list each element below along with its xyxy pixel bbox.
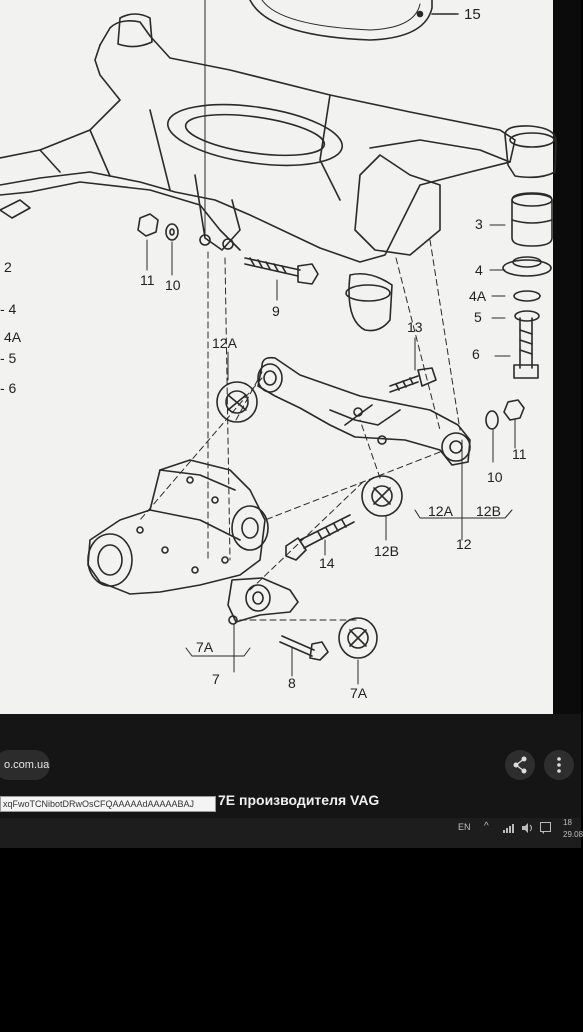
callout-15: 15 bbox=[464, 6, 481, 23]
language-indicator[interactable]: EN bbox=[458, 822, 471, 832]
right-mount-stack bbox=[502, 192, 553, 379]
callout-9: 9 bbox=[272, 303, 280, 319]
phone-photo-black-margin bbox=[0, 848, 581, 1032]
callout-12b-bottom: 12B bbox=[476, 503, 501, 519]
bushing-7a-part bbox=[338, 617, 378, 659]
subframe-part bbox=[0, 13, 557, 332]
bushing-12a-part bbox=[216, 381, 258, 423]
clock-date[interactable]: 29.08 bbox=[563, 830, 583, 839]
callout-7: 7 bbox=[212, 671, 220, 687]
callout-5-right: 5 bbox=[474, 309, 482, 325]
callout-4a-right: 4A bbox=[469, 288, 487, 304]
bushing-12b-part bbox=[361, 475, 403, 517]
callout-10-left: 10 bbox=[165, 277, 181, 293]
callout-14: 14 bbox=[319, 555, 335, 571]
callout-8: 8 bbox=[288, 675, 296, 691]
callout-6: - 6 bbox=[0, 380, 17, 396]
differential-housing-part bbox=[87, 459, 269, 595]
more-options-button[interactable] bbox=[544, 750, 574, 780]
image-caption[interactable]: 7E производителя VAG bbox=[218, 792, 380, 808]
network-signal-icon[interactable] bbox=[503, 823, 517, 833]
share-icon bbox=[513, 756, 527, 774]
callout-11-right: 11 bbox=[512, 446, 527, 462]
left-fasteners bbox=[137, 213, 319, 285]
bracket-7-part bbox=[227, 577, 299, 625]
right-fasteners bbox=[485, 399, 525, 430]
monitor-screen: 15 2 - 4 4A - 5 - 6 11 10 9 12A 13 3 4 4… bbox=[0, 0, 583, 848]
cover-plate-part bbox=[249, 0, 459, 41]
parts-diagram: 15 2 - 4 4A - 5 - 6 11 10 9 12A 13 3 4 4… bbox=[0, 0, 557, 714]
callout-13: 13 bbox=[407, 319, 423, 335]
source-site-chip[interactable]: o.com.ua bbox=[0, 750, 50, 780]
share-button[interactable] bbox=[505, 750, 535, 780]
bolt-8-part bbox=[279, 635, 329, 661]
callout-3: 3 bbox=[475, 216, 483, 232]
callout-4: - 4 bbox=[0, 301, 17, 317]
callout-4-right: 4 bbox=[475, 262, 483, 278]
bolt-14-part bbox=[285, 514, 355, 561]
notification-icon[interactable] bbox=[540, 822, 551, 834]
callout-7a-bottom: 7A bbox=[350, 685, 368, 701]
callout-12: 12 bbox=[456, 536, 472, 552]
callout-leaders bbox=[146, 224, 516, 685]
image-viewer-footer: o.com.ua 7E производителя VAG xqFwoTCNib… bbox=[0, 714, 581, 818]
clock-time[interactable]: 18 bbox=[563, 818, 572, 827]
crossmember-part bbox=[257, 356, 471, 466]
callout-12a-bottom: 12A bbox=[428, 503, 453, 519]
callout-7a: 7A bbox=[196, 639, 214, 655]
windows-taskbar: EN ^ 18 29.08 bbox=[0, 818, 583, 848]
tray-expand-chevron[interactable]: ^ bbox=[484, 821, 489, 832]
more-vertical-icon bbox=[557, 757, 561, 773]
callout-4a: 4A bbox=[4, 329, 22, 345]
callout-11-left: 11 bbox=[140, 272, 155, 288]
callout-12b: 12B bbox=[374, 543, 399, 559]
volume-icon[interactable] bbox=[522, 823, 534, 833]
callout-10-right: 10 bbox=[487, 469, 503, 485]
assembly-guide-lines bbox=[139, 239, 461, 621]
suspension-diagram-drawing bbox=[0, 0, 557, 685]
callout-6-right: 6 bbox=[472, 346, 480, 362]
callout-2: 2 bbox=[4, 259, 12, 275]
url-status-tooltip: xqFwoTCNibotDRwOsCFQAAAAAdAAAAABAJ bbox=[0, 796, 216, 812]
callout-12a-top: 12A bbox=[212, 335, 237, 351]
callout-5: - 5 bbox=[0, 350, 17, 366]
